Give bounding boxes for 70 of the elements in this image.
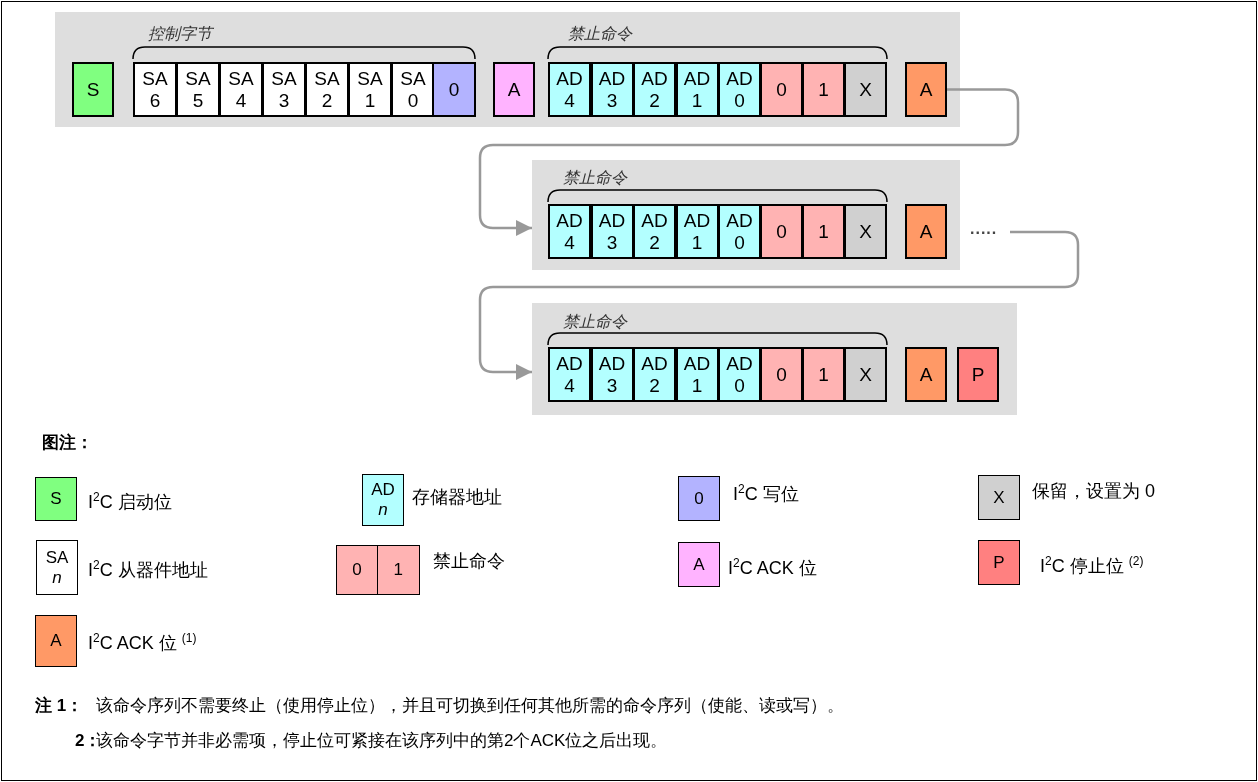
bit-cell: A: [493, 62, 535, 117]
bit-cell: X: [978, 475, 1020, 520]
brace-label: 禁止命令: [568, 24, 632, 44]
legend-text: I$^{2}$C 启动位: [88, 489, 172, 513]
bit-cell: AD n: [362, 474, 404, 526]
bit-cell: 1: [376, 545, 420, 595]
bit-cell: AD 0: [718, 204, 761, 259]
bit-cell: AD 3: [590, 347, 634, 402]
bit-cell: AD 3: [590, 204, 634, 259]
bit-cell: 0: [760, 62, 803, 117]
bit-cell: A: [905, 62, 947, 117]
bit-cell: P: [957, 347, 999, 402]
connector-arrow: [478, 230, 1080, 380]
bit-cell: SA n: [36, 540, 78, 595]
connector-arrow: [478, 88, 1020, 236]
bit-cell: AD 1: [675, 62, 719, 117]
bit-cell: 0: [760, 204, 803, 259]
bit-cell: SA 0: [391, 62, 435, 117]
note-marker: 注 1：: [35, 695, 84, 717]
bit-cell: AD 4: [548, 204, 591, 259]
bit-cell: SA 1: [348, 62, 392, 117]
bit-cell: 0: [760, 347, 803, 402]
bit-cell: S: [72, 62, 114, 117]
bit-cell: AD 1: [675, 347, 719, 402]
legend-text: 存储器地址: [412, 486, 502, 508]
bit-cell: AD 2: [633, 347, 676, 402]
brace-label: 禁止命令: [563, 168, 627, 188]
bit-cell: 1: [802, 204, 845, 259]
bit-cell: SA 2: [305, 62, 349, 117]
bit-cell: AD 2: [633, 204, 676, 259]
brace-label: 禁止命令: [563, 312, 627, 332]
bit-cell: A: [905, 347, 947, 402]
ellipsis-text: .....: [970, 220, 1010, 244]
bit-cell: AD 2: [633, 62, 676, 117]
legend-text: I$^{2}$C 写位: [733, 481, 799, 505]
sequence-panel: [532, 160, 960, 270]
bit-cell: A: [905, 204, 947, 259]
legend-text: I$^{2}$C ACK 位 $^{(1)}$: [88, 630, 197, 654]
bit-cell: SA 3: [262, 62, 306, 117]
bit-cell: SA 4: [219, 62, 263, 117]
bit-cell: 1: [802, 62, 845, 117]
bit-cell: AD 1: [675, 204, 719, 259]
bit-cell: S: [35, 477, 77, 521]
bit-cell: AD 0: [718, 62, 761, 117]
legend-text: I$^{2}$C ACK 位: [728, 555, 817, 579]
brace-label: 控制字节: [148, 24, 212, 44]
bit-cell: 0: [678, 476, 720, 521]
legend-text: I$^{2}$C 从器件地址: [88, 557, 208, 581]
bit-cell: AD 4: [548, 62, 591, 117]
bit-cell: 0: [432, 62, 476, 117]
bit-cell: AD 3: [590, 62, 634, 117]
note-text: 该命令序列不需要终止（使用停止位），并且可切换到任何其他所需的命令序列（使能、读或写）。: [96, 695, 844, 717]
legend-text: 禁止命令: [433, 550, 505, 572]
bit-cell: 0: [336, 545, 378, 595]
bit-cell: SA 5: [176, 62, 220, 117]
bit-cell: P: [978, 540, 1020, 585]
bit-cell: X: [844, 347, 887, 402]
sequence-panel: [55, 12, 960, 127]
bit-cell: AD 0: [718, 347, 761, 402]
bit-cell: X: [844, 62, 887, 117]
bit-cell: X: [844, 204, 887, 259]
bit-cell: 1: [802, 347, 845, 402]
legend-heading: 图注：: [42, 432, 93, 454]
bit-cell: AD 4: [548, 347, 591, 402]
bit-cell: SA 6: [133, 62, 177, 117]
sequence-panel: [532, 303, 1017, 415]
bit-cell: A: [678, 542, 720, 587]
legend-text: I$^{2}$C 停止位 $^{(2)}$: [1040, 553, 1144, 577]
bit-cell: A: [35, 615, 77, 667]
legend-text: 保留，设置为 0: [1032, 480, 1155, 502]
